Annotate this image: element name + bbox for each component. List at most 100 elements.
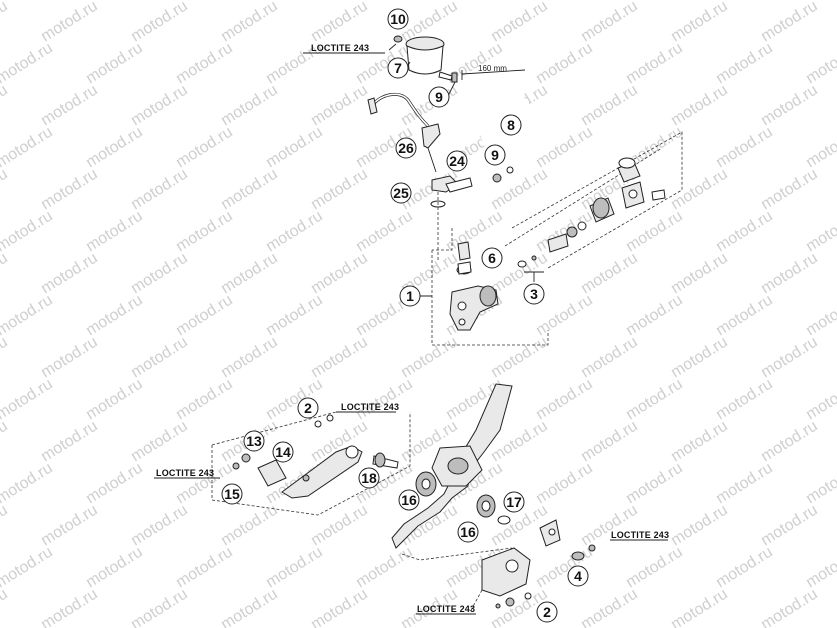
watermark-text: motod.ru <box>173 544 236 592</box>
watermark-text: motod.ru <box>803 376 837 424</box>
watermark-text: motod.ru <box>623 292 686 340</box>
watermark-text: motod.ru <box>623 376 686 424</box>
repair-kit-3 <box>517 157 666 268</box>
watermark-text: motod.ru <box>0 166 11 214</box>
watermark-text: motod.ru <box>803 40 837 88</box>
reservoir-body <box>406 45 444 75</box>
banjo-fitting <box>445 177 473 193</box>
watermark-text: motod.ru <box>263 376 326 424</box>
watermark-text: motod.ru <box>38 502 101 550</box>
watermark-text: motod.ru <box>0 0 11 45</box>
callout-layer: 10 7 9 8 26 24 9 25 6 1 3 2 13 14 18 15 … <box>221 8 589 623</box>
watermark-text: motod.ru <box>668 586 731 628</box>
watermark-text: motod.ru <box>0 376 56 424</box>
watermark-text: motod.ru <box>173 292 236 340</box>
dimension-label: 160 mm <box>478 64 507 73</box>
watermark-text: motod.ru <box>308 334 371 382</box>
svg-text:17: 17 <box>506 494 522 510</box>
callout-6: 6 <box>481 247 503 269</box>
svg-text:25: 25 <box>393 185 409 201</box>
watermark-text: motod.ru <box>758 502 821 550</box>
watermark-text: motod.ru <box>83 376 146 424</box>
callout-16b: 16 <box>457 521 479 543</box>
watermark-text: motod.ru <box>83 124 146 172</box>
watermark-text: motod.ru <box>38 0 101 45</box>
brake-line <box>367 92 473 260</box>
svg-text:4: 4 <box>574 568 582 584</box>
reservoir-assembly <box>393 35 458 83</box>
watermark-text: motod.ru <box>218 166 281 214</box>
reservoir-screw <box>393 35 403 43</box>
watermark-text: motod.ru <box>578 0 641 45</box>
watermark-text: motod.ru <box>533 460 596 508</box>
watermark-text: motod.ru <box>263 208 326 256</box>
callout-14: 14 <box>272 441 294 463</box>
watermark-text: motod.ru <box>758 586 821 628</box>
watermark-text: motod.ru <box>263 292 326 340</box>
callout-15: 15 <box>221 483 243 505</box>
watermark-text: motod.ru <box>218 502 281 550</box>
watermark-text: motod.ru <box>38 82 101 130</box>
watermark-text: motod.ru <box>173 376 236 424</box>
watermark-text: motod.ru <box>353 208 416 256</box>
watermark-text: motod.ru <box>83 208 146 256</box>
svg-text:24: 24 <box>449 153 465 169</box>
watermark-text: motod.ru <box>218 334 281 382</box>
watermark-text: motod.ru <box>0 40 56 88</box>
hose-clip-9 <box>492 166 514 183</box>
callout-10: 10 <box>387 8 409 30</box>
watermark-text: motod.ru <box>578 586 641 628</box>
watermark-text: motod.ru <box>758 334 821 382</box>
watermark-text: motod.ru <box>128 0 191 45</box>
watermark-text: motod.ru <box>713 292 776 340</box>
callout-4: 4 <box>567 565 589 587</box>
watermark-text: motod.ru <box>758 418 821 466</box>
callout-9b: 9 <box>484 144 506 166</box>
watermark-text: motod.ru <box>38 334 101 382</box>
svg-text:3: 3 <box>530 286 538 302</box>
watermark-text: motod.ru <box>173 208 236 256</box>
watermark-text: motod.ru <box>0 124 56 172</box>
brake-pedal <box>391 383 596 613</box>
loctite-leaders <box>154 52 668 615</box>
watermark-text: motod.ru <box>623 460 686 508</box>
watermark-text: motod.ru <box>713 124 776 172</box>
svg-text:26: 26 <box>398 140 414 156</box>
watermark-text: motod.ru <box>308 586 371 628</box>
watermark-text: motod.ru <box>128 82 191 130</box>
watermark-text: motod.ru <box>578 250 641 298</box>
watermark-text: motod.ru <box>218 586 281 628</box>
reservoir-nipple <box>438 71 453 81</box>
watermark-text: motod.ru <box>0 544 56 592</box>
watermark-text: motod.ru <box>713 376 776 424</box>
callout-7: 7 <box>387 57 409 79</box>
watermark-text: motod.ru <box>803 460 837 508</box>
loctite-note: LOCTITE 243 <box>311 43 369 53</box>
svg-text:2: 2 <box>543 604 551 620</box>
watermark-text: motod.ru <box>0 418 11 466</box>
watermark-text: motod.ru <box>128 586 191 628</box>
watermark-text: motod.ru <box>713 544 776 592</box>
callout-25: 25 <box>390 182 412 204</box>
callout-13: 13 <box>243 430 265 452</box>
watermark-text: motod.ru <box>0 0 56 3</box>
watermark-text: motod.ru <box>0 586 11 628</box>
watermark-text: motod.ru <box>803 292 837 340</box>
svg-text:13: 13 <box>246 433 262 449</box>
watermark-text: motod.ru <box>173 124 236 172</box>
watermark-text: motod.ru <box>0 334 11 382</box>
watermark-text: motod.ru <box>578 82 641 130</box>
watermark-text: motod.ru <box>533 124 596 172</box>
watermark-text: motod.ru <box>218 250 281 298</box>
fitting-kit-6 <box>456 241 472 275</box>
svg-text:15: 15 <box>224 486 240 502</box>
watermark-text: motod.ru <box>533 40 596 88</box>
svg-text:7: 7 <box>394 60 402 76</box>
watermark-text: motod.ru <box>0 82 11 130</box>
watermark-text: motod.ru <box>218 82 281 130</box>
svg-text:18: 18 <box>361 470 377 486</box>
watermark-text: motod.ru <box>83 292 146 340</box>
watermark-text: motod.ru <box>353 544 416 592</box>
watermark-text: motod.ru <box>0 460 56 508</box>
